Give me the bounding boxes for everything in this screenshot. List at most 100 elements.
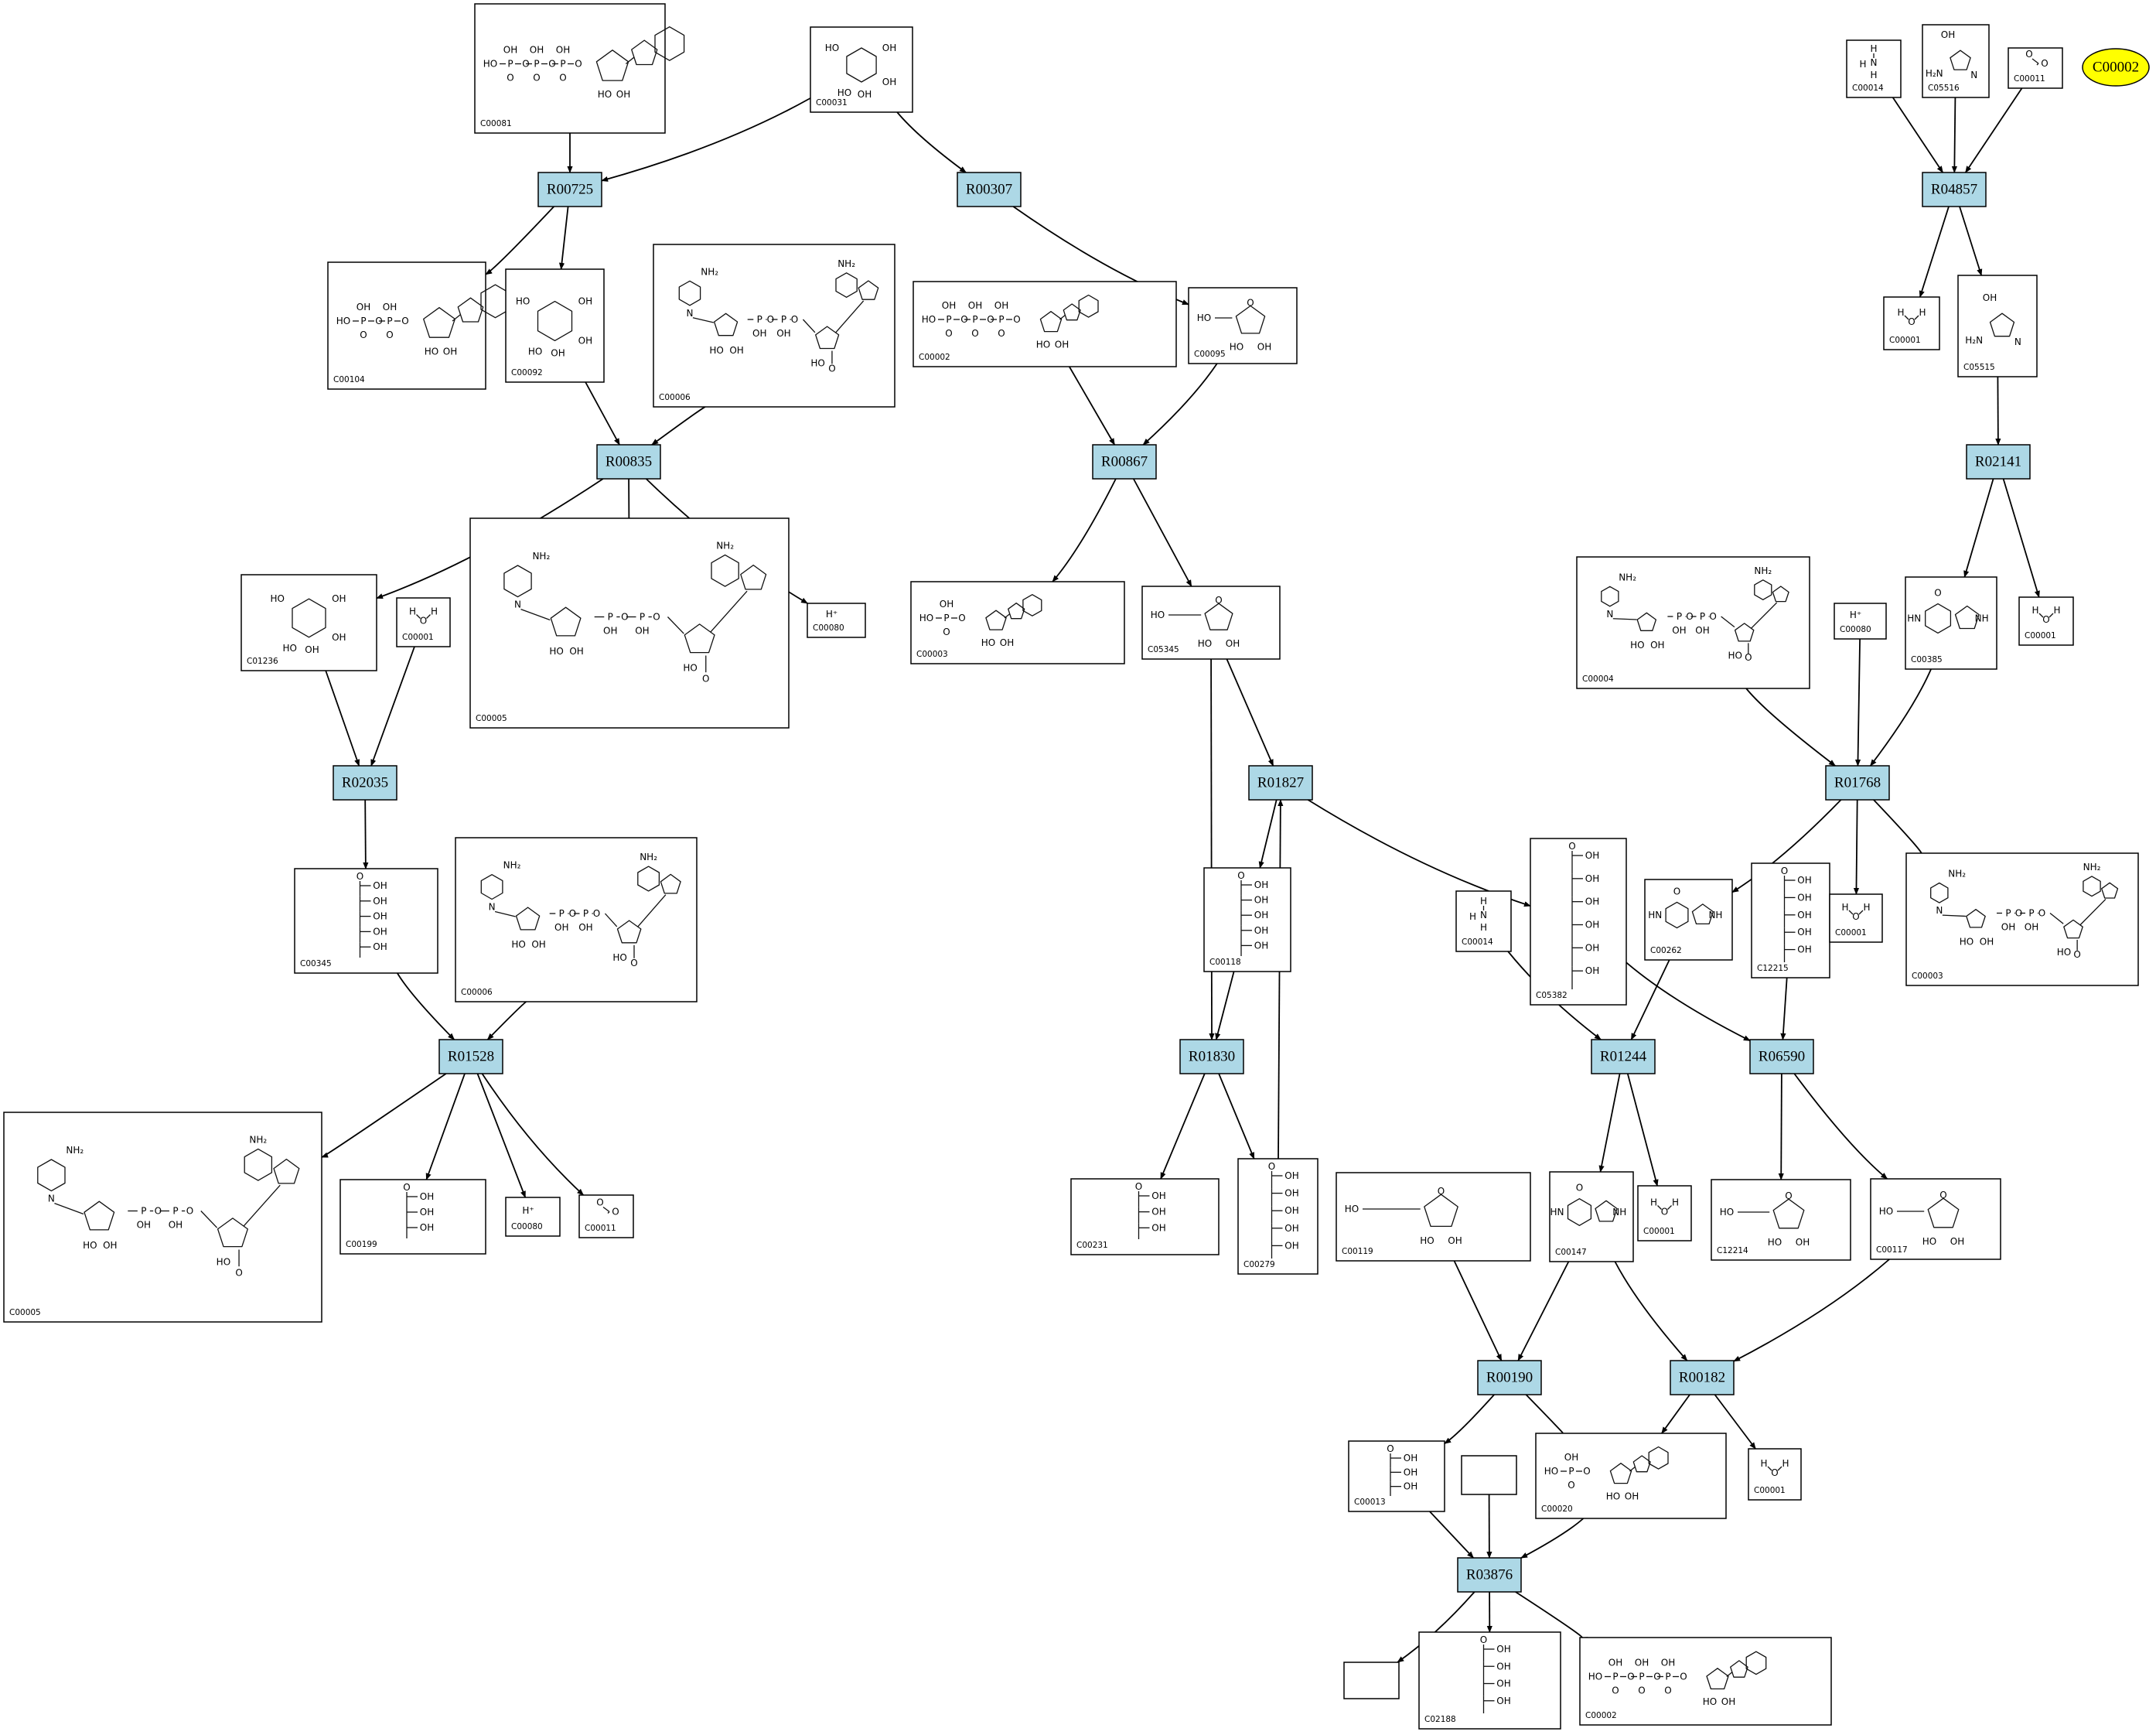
edge-c00119_a-to-r00190 bbox=[1453, 1260, 1503, 1361]
svg-text:NH: NH bbox=[1708, 910, 1722, 920]
compound-node-blank_b[interactable] bbox=[1343, 1662, 1400, 1699]
edge-r00182-to-c00020_a bbox=[1661, 1394, 1690, 1434]
compound-id-label: C00014 bbox=[1852, 84, 1884, 93]
molecule-structure-icon: HOH bbox=[2031, 605, 2060, 625]
edge-r00725-to-c00104_a bbox=[485, 206, 554, 275]
reaction-node-r06590[interactable]: R06590 bbox=[1749, 1039, 1814, 1074]
reaction-node-r02141[interactable]: R02141 bbox=[1966, 444, 2031, 480]
svg-text:HO: HO bbox=[1720, 1207, 1734, 1218]
svg-text:OH: OH bbox=[578, 335, 592, 346]
molecule-structure-icon: H⁺ bbox=[826, 609, 837, 620]
svg-text:O: O bbox=[1771, 1467, 1778, 1478]
svg-text:H: H bbox=[1870, 43, 1877, 54]
svg-text:O: O bbox=[1135, 1181, 1142, 1192]
highlight-compound-ellipse[interactable] bbox=[2082, 48, 2150, 87]
reaction-node-r03876[interactable]: R03876 bbox=[1457, 1557, 1522, 1593]
compound-node-c00080_a[interactable]: H⁺C00080 bbox=[807, 603, 866, 638]
reaction-node-r00182[interactable]: R00182 bbox=[1670, 1360, 1735, 1395]
reaction-node-r01768[interactable]: R01768 bbox=[1825, 765, 1890, 801]
svg-text:HO: HO bbox=[83, 1240, 97, 1251]
svg-text:O: O bbox=[998, 328, 1005, 339]
reaction-node-r00867[interactable]: R00867 bbox=[1092, 444, 1157, 480]
reaction-node-r02035[interactable]: R02035 bbox=[333, 765, 397, 801]
svg-text:HO: HO bbox=[1960, 936, 1973, 947]
reaction-node-r01830[interactable]: R01830 bbox=[1179, 1039, 1244, 1074]
molecule-structure-icon: HOH bbox=[1650, 1197, 1679, 1218]
svg-text:O: O bbox=[2073, 949, 2080, 960]
compound-node-blank_a[interactable] bbox=[1461, 1455, 1517, 1495]
svg-text:OH: OH bbox=[940, 599, 953, 610]
compound-node-c00080_b[interactable]: H⁺C00080 bbox=[1834, 603, 1887, 640]
reaction-node-r04857[interactable]: R04857 bbox=[1922, 172, 1987, 207]
compound-id-label: C00199 bbox=[346, 1240, 377, 1249]
svg-text:OH: OH bbox=[1950, 1236, 1964, 1247]
reaction-node-r00835[interactable]: R00835 bbox=[596, 444, 661, 480]
reaction-node-r01528[interactable]: R01528 bbox=[438, 1039, 503, 1074]
svg-text:OH: OH bbox=[530, 45, 544, 56]
reaction-node-r00190[interactable]: R00190 bbox=[1477, 1360, 1542, 1395]
compound-id-label: C00001 bbox=[402, 633, 434, 642]
svg-text:OH: OH bbox=[1797, 910, 1811, 920]
compound-box bbox=[1348, 1440, 1445, 1512]
compound-box bbox=[396, 597, 451, 647]
reaction-node-r01827[interactable]: R01827 bbox=[1248, 765, 1313, 801]
svg-text:OH: OH bbox=[556, 45, 570, 56]
reaction-node-r00307[interactable]: R00307 bbox=[957, 172, 1022, 207]
svg-text:HO: HO bbox=[598, 89, 612, 100]
svg-text:HO: HO bbox=[483, 59, 497, 70]
svg-text:O: O bbox=[1568, 1480, 1574, 1491]
compound-box bbox=[578, 1194, 634, 1238]
compound-node-c00080_c[interactable]: H⁺C00080 bbox=[505, 1197, 561, 1237]
edge-r00867-to-c05345_a bbox=[1133, 478, 1192, 587]
reaction-box bbox=[957, 172, 1022, 207]
reaction-node-r00725[interactable]: R00725 bbox=[537, 172, 602, 207]
reaction-node-r01244[interactable]: R01244 bbox=[1591, 1039, 1656, 1074]
compound-id-label: C00005 bbox=[9, 1308, 41, 1317]
svg-text:O: O bbox=[386, 330, 393, 340]
